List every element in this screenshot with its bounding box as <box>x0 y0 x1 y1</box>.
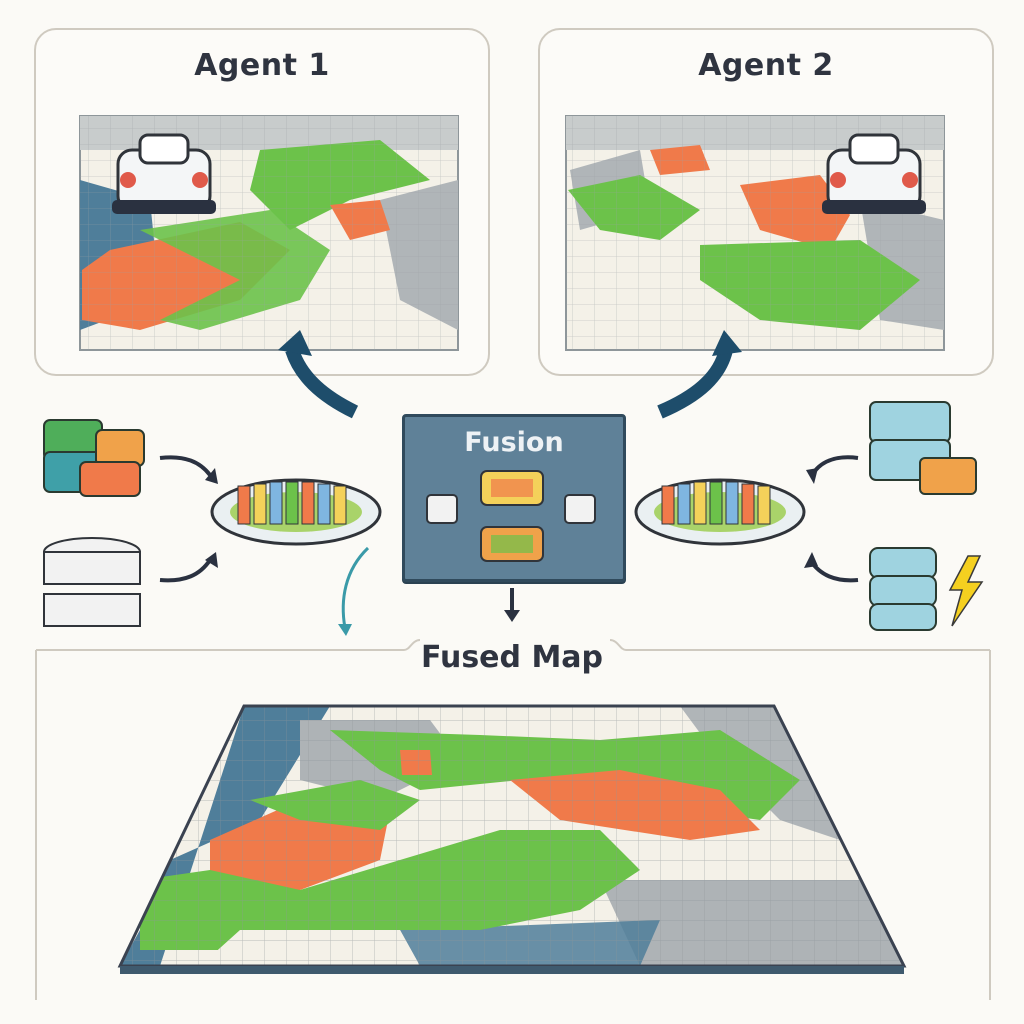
arrow-icon <box>657 348 733 419</box>
database-icon <box>869 401 977 495</box>
arrow-icon <box>285 347 359 419</box>
database-icon <box>43 419 145 497</box>
lightning-icon <box>948 555 984 627</box>
fusion-title: Fusion <box>464 427 564 458</box>
robot-icon <box>822 133 926 214</box>
data-processor-icon <box>634 478 806 546</box>
data-processor-icon <box>426 470 596 562</box>
agent-2-map <box>565 115 945 351</box>
fusion-box: Fusion <box>402 414 626 582</box>
agent-2-title: Agent 2 <box>698 48 834 83</box>
database-icon <box>43 537 141 627</box>
arrow-icon <box>278 330 312 356</box>
database-icon <box>869 547 937 631</box>
robot-icon <box>112 133 216 214</box>
fused-map-title: Fused Map <box>420 640 604 675</box>
arrow-icon <box>712 330 742 356</box>
data-processor-icon <box>210 478 382 546</box>
agent-1-title: Agent 1 <box>194 48 330 83</box>
